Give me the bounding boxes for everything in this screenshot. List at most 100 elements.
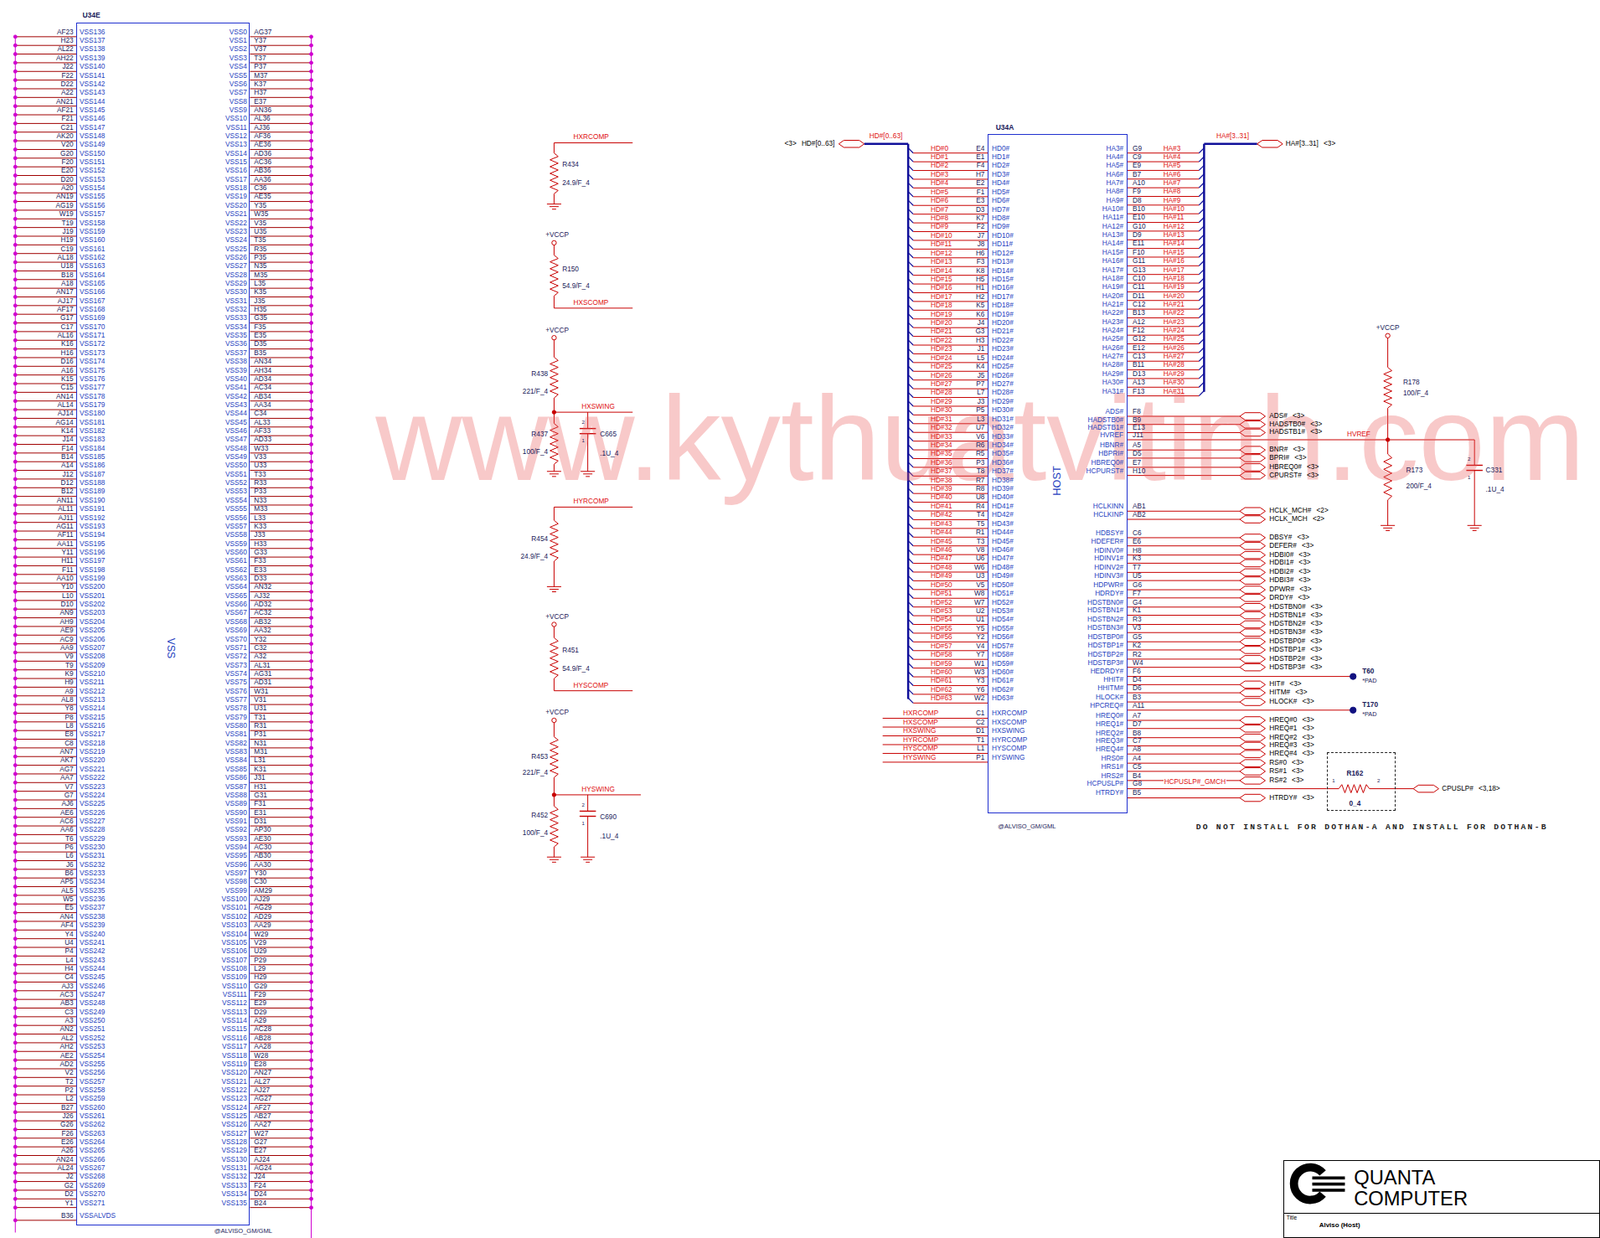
offpage-label-group: DPWR#<3> [1269, 586, 1311, 594]
net-label: HD#21 [930, 328, 953, 336]
sheet-ref: <3> [1310, 638, 1322, 646]
pin-name: VSS253 [79, 1043, 105, 1052]
net-label: HXRCOMP [903, 710, 939, 718]
offpage-label-group: ADS#<3> [1269, 412, 1305, 421]
pin-name: VSS153 [79, 175, 105, 184]
ball-name: L7 [976, 389, 985, 398]
pin-name: HD60# [991, 669, 1014, 677]
signal-name: HDSTBN1# [1269, 611, 1306, 620]
pin-name: VSS59 [225, 540, 248, 548]
net-label: HYSWING [581, 785, 615, 794]
pin-name: VSS50 [225, 462, 248, 470]
ball-name: F14 [61, 444, 73, 453]
net-label: HA#19 [1163, 283, 1185, 292]
pin-name: VSS67 [225, 609, 248, 618]
pin-name: VSS71 [225, 645, 248, 653]
offpage-label-group: DRDY#<3> [1269, 593, 1310, 602]
pin-name: VSS164 [79, 271, 105, 279]
pin-name: VSS113 [221, 1008, 248, 1017]
ball-name: D11 [1132, 292, 1146, 300]
offpage-label-group: HIT#<3> [1269, 681, 1301, 689]
net-label: HD#55 [930, 624, 953, 633]
net-label: HA#27 [1163, 353, 1185, 362]
pin-name: VSS127 [221, 1130, 247, 1138]
sheet-ref: <3> [1299, 586, 1311, 594]
pin-name: VSS110 [221, 982, 248, 991]
pin-name: VSS15 [225, 159, 248, 167]
pin-name: VSS109 [221, 974, 247, 982]
ball-name: L35 [253, 280, 266, 289]
pin-name: VSS148 [79, 133, 105, 141]
ball-name: V31 [253, 696, 267, 705]
pin-name: VSS37 [225, 349, 248, 357]
signal-name: HDSTBN0# [1269, 603, 1306, 611]
pin-name: VSS140 [79, 63, 105, 72]
ball-name: AN9 [60, 609, 74, 618]
ball-name: L5 [976, 354, 985, 362]
ref-des: T170 [1362, 701, 1379, 710]
pin-name: VSS74 [225, 670, 248, 679]
pin-name: HCPUSLP# [1086, 780, 1124, 789]
ball-name: W5 [62, 896, 73, 904]
pin-name: VSS122 [221, 1087, 247, 1095]
ball-name: AA27 [253, 1121, 271, 1130]
ball-name: H9 [64, 679, 74, 687]
pin-name: VSS223 [79, 783, 105, 791]
ball-name: AA7 [60, 774, 74, 783]
net-label: HD#63 [930, 695, 953, 703]
pin-name: VSS163 [79, 263, 105, 271]
ball-name: J3 [977, 397, 986, 406]
pin-name: HYSWING [991, 753, 1026, 762]
ball-name: E35 [253, 332, 267, 341]
ball-name: K15 [61, 376, 74, 384]
ball-name: AD36 [253, 149, 272, 158]
net-label: HXSWING [581, 403, 615, 412]
ball-name: T5 [976, 520, 986, 528]
pin-name: HD7# [991, 206, 1010, 214]
ball-name: AN14 [56, 392, 74, 401]
net-label: HD#25 [930, 363, 953, 372]
pin-name: VSS78 [225, 705, 248, 713]
pin-name: VSS206 [79, 635, 105, 644]
ball-name: U2 [975, 608, 986, 616]
sheet-ref: <3> [1310, 611, 1323, 620]
signal-name: DEFER# [1269, 541, 1297, 550]
ball-name: A8 [1132, 746, 1141, 754]
signal-name: BNR# [1269, 446, 1288, 455]
ball-name: B35 [253, 349, 267, 357]
offpage-label-group: HREQ#1<3> [1269, 724, 1314, 733]
ball-name: K2 [1132, 641, 1141, 650]
pin-name: VSS155 [79, 193, 105, 202]
net-label: HXSWING [903, 727, 937, 736]
ball-name: D12 [61, 480, 74, 488]
pin-name: VSS28 [225, 271, 248, 279]
ball-name: AF23 [56, 28, 74, 37]
signal-name: HDBI2# [1269, 568, 1294, 577]
pin-name: VSS207 [79, 645, 105, 653]
pin-name: VSS177 [79, 384, 105, 393]
pin-name: HD13# [991, 258, 1014, 267]
ball-name: G20 [60, 149, 74, 158]
pin-name: VSS225 [79, 800, 105, 809]
ball-name: B14 [61, 454, 74, 462]
ball-name: AA34 [253, 402, 271, 410]
ball-name: AF36 [253, 133, 271, 141]
ball-name: Y11 [61, 549, 74, 558]
net-label: HA#18 [1163, 275, 1185, 284]
ball-name: Y32 [253, 635, 267, 644]
pin-name: VSS172 [79, 340, 105, 349]
ball-name: T2 [65, 1078, 74, 1086]
ref-des: C690 [599, 813, 617, 821]
pin-name: VSS151 [79, 159, 105, 167]
pin-name: VSS119 [221, 1061, 248, 1069]
ball-name: Y30 [253, 870, 267, 878]
ball-name: A20 [61, 185, 74, 193]
net-label: HD#5 [930, 188, 949, 197]
ball-name: AL2 [61, 1034, 74, 1043]
offpage-label-group: HDSTBN3#<3> [1269, 629, 1323, 637]
ball-name: C5 [1132, 763, 1142, 771]
ball-name: AN34 [253, 358, 272, 367]
ball-name: F13 [1132, 387, 1145, 396]
ball-name: AC36 [253, 159, 272, 167]
pin-name: HA27# [1102, 353, 1124, 362]
